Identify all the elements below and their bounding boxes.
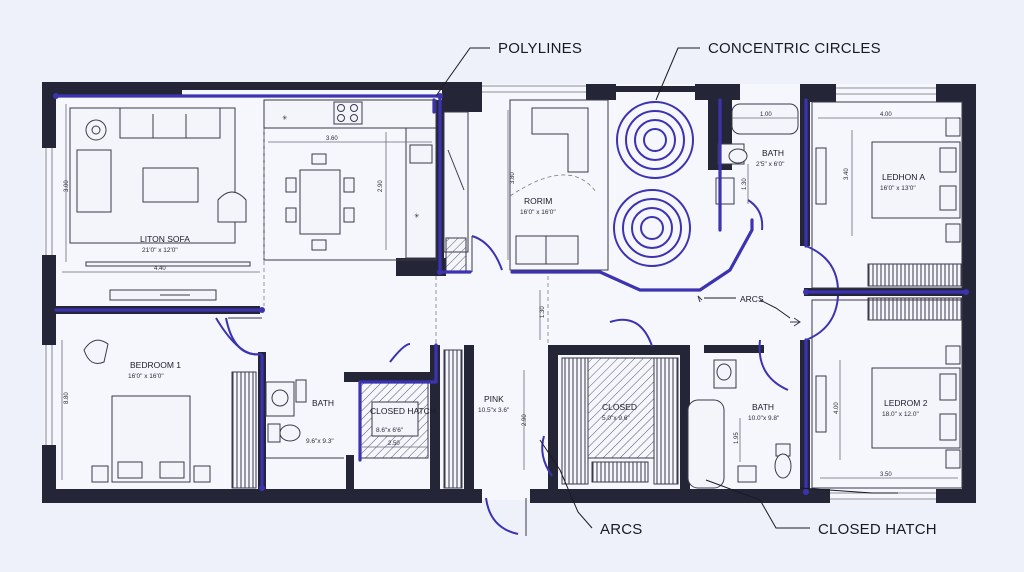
callout-leaders [435,47,898,529]
dim-bath-top-width: 1.00 [760,112,772,118]
room-size-ledrom2: 18.0" x 12.0" [882,411,919,418]
room-size-living: 21'0" x 12'0" [142,247,178,254]
dim-ledrom2-height: 4.00 [834,402,840,414]
room-label-living: LITON SOFA [140,234,190,244]
room-size-closed: 5.0"x 9.6" [602,415,630,422]
room-size-rorim: 16'0" x 16'0" [520,209,556,216]
room-label-pink: PINK [484,394,504,404]
dim-ledhon-height: 3.40 [844,168,850,180]
svg-text:✳: ✳ [282,114,288,122]
room-label-bath-right: BATH [752,402,774,412]
dimension-lines [61,104,958,480]
dim-ledhon-width: 4.00 [880,112,892,118]
room-size-bedroom1: 16'0" x 16'0" [128,373,164,380]
room-label-ledrom2: LEDROM 2 [884,398,928,408]
dim-living-width: 4.40 [154,266,166,272]
room-size-pink: 10.5"x 3.6" [478,407,510,414]
room-label-closed: CLOSED [602,402,637,412]
living-furniture [69,107,251,301]
dim-corridor: 1.30 [540,306,546,318]
closed-room-fixtures [561,357,679,485]
bath-top-fixtures [715,103,799,231]
room-size-ledhon-a: 16'0" x 13'0" [880,185,916,192]
callout-closed-hatch: CLOSED HATCH [818,521,937,538]
ledrom2-furniture [815,345,961,469]
svg-text:✳: ✳ [414,212,420,220]
bath-left-fixtures [265,379,344,459]
door-arcs [225,235,839,536]
room-label-bath-top: BATH [762,148,784,158]
exterior-walls [42,82,976,503]
callout-concentric-circles: CONCENTRIC CIRCLES [708,40,881,57]
kitchen-fixtures: ✳ ✳ [263,99,469,273]
bedroom1-furniture [83,317,261,489]
concentric-circles-feature [613,101,694,267]
closed-hatch-area [359,343,463,489]
callout-arcs-right: ARCS [740,294,764,304]
dim-bath-right-height: 1.95 [734,432,740,444]
dim-bedroom1-height: 8.80 [64,392,70,404]
dim-living-height: 3.00 [64,180,70,192]
callout-polylines: POLYLINES [498,40,582,57]
room-label-bedroom1: BEDROOM 1 [130,360,181,370]
room-label-ledhon-a: LEDHON A [882,172,925,182]
windows [45,85,936,500]
room-label-bath-left: BATH [312,398,334,408]
polyline-walls [53,93,969,495]
dim-pink-height: 2.90 [522,414,528,426]
ledhon-a-furniture [815,117,963,321]
room-size-bath-top: 2'5" x 6'0" [756,161,785,168]
room-label-rorim: RORIM [524,196,552,206]
room-size-bath-right: 10.0"x 9.8" [748,415,780,422]
room-size-closed-hatch: 8.6"x 6'6" [376,427,404,434]
dim-hatch-width: 2.50 [388,441,400,447]
dim-rorim-height: 3.80 [510,172,516,184]
dim-bath-top-height: 1.30 [742,178,748,190]
dim-kitchen-width: 3.60 [326,136,338,142]
dim-kitchen-height: 2.90 [378,180,384,192]
dim-ledrom2-width: 3.50 [880,472,892,478]
room-label-closed-hatch: CLOSED HATCH [370,406,436,416]
bath-right-fixtures [687,359,792,489]
rorim-furniture [509,107,597,265]
callout-arcs-bottom: ARCS [600,521,642,538]
room-size-bath-left: 9.6"x 9.3" [306,438,334,445]
